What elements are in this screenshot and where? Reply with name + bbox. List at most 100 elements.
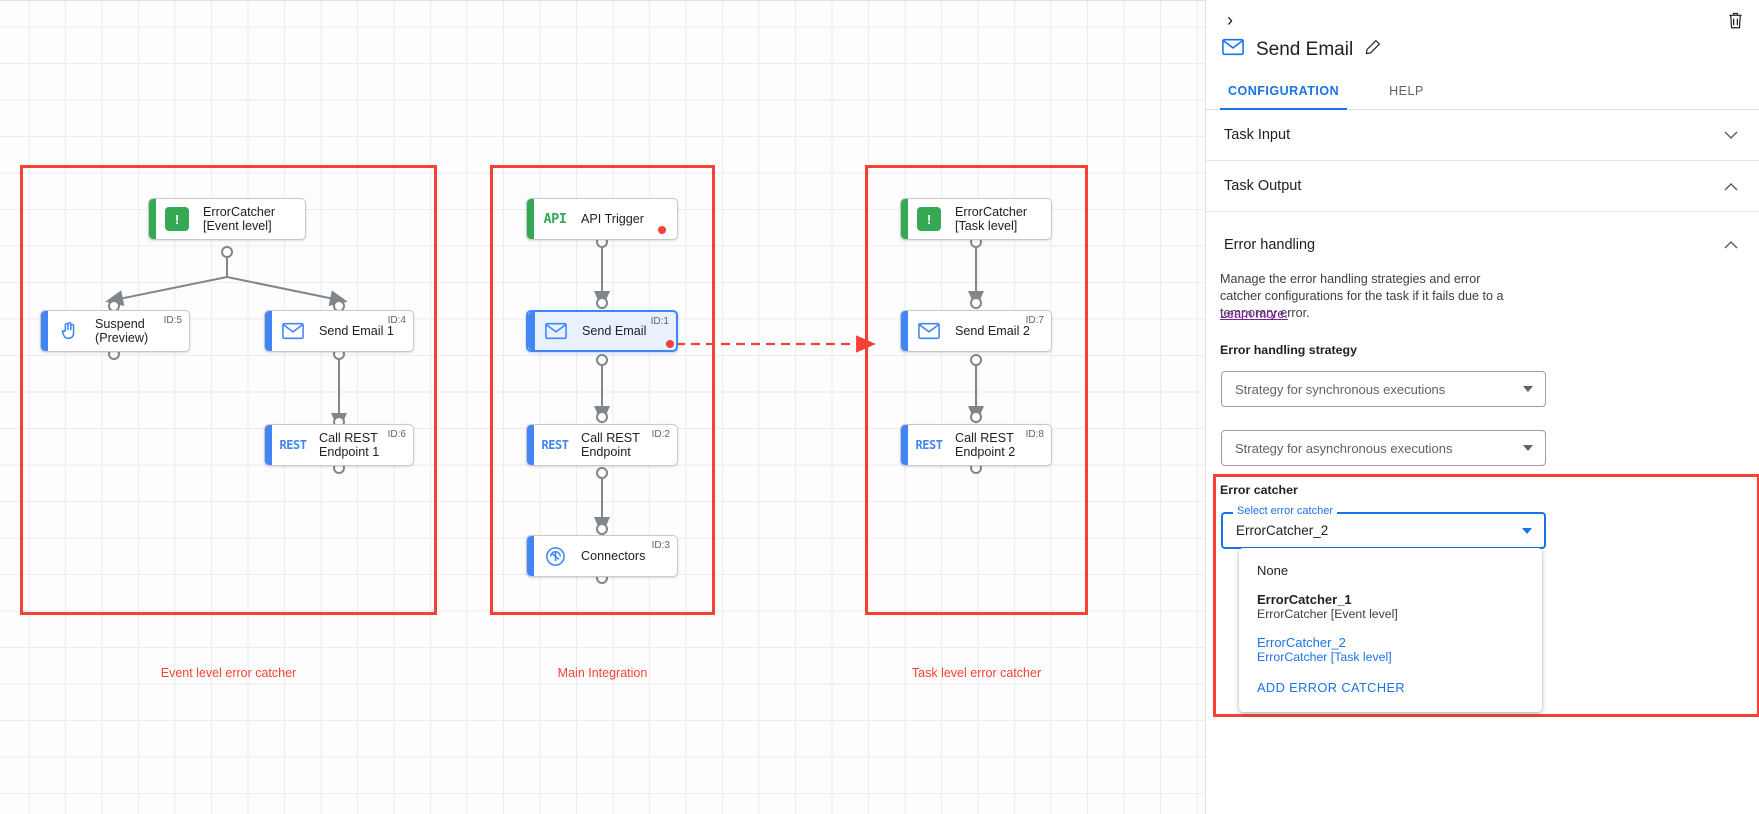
add-error-catcher-button[interactable]: ADD ERROR CATCHER xyxy=(1257,680,1406,695)
email-icon xyxy=(915,317,943,345)
error-catcher-dropdown-menu[interactable]: None ErrorCatcher_1 ErrorCatcher [Event … xyxy=(1239,548,1542,712)
canvas-top-edge xyxy=(0,0,1205,1)
learn-more-link[interactable]: Learn more. xyxy=(1220,307,1288,321)
email-icon xyxy=(279,317,307,345)
api-icon: API xyxy=(541,205,569,233)
rest-glyph: REST xyxy=(915,438,943,452)
dropdown-option-errorcatcher-2[interactable]: ErrorCatcher_2 ErrorCatcher [Task level] xyxy=(1239,628,1542,671)
edit-pencil-icon[interactable] xyxy=(1365,39,1381,60)
option-primary: None xyxy=(1257,563,1289,578)
section-title: Error handling xyxy=(1224,236,1316,253)
option-primary: ErrorCatcher_2 xyxy=(1257,635,1346,650)
error-catcher-glyph: ! xyxy=(165,207,189,231)
rest-glyph: REST xyxy=(541,438,569,452)
sync-strategy-select[interactable]: Strategy for synchronous executions xyxy=(1221,371,1546,407)
node-send-email[interactable]: Send Email ID:1 xyxy=(526,310,678,352)
option-secondary: ErrorCatcher [Event level] xyxy=(1257,607,1398,621)
port[interactable] xyxy=(970,354,982,366)
node-label: Send Email 2 xyxy=(955,324,1030,338)
error-dot xyxy=(658,226,666,234)
node-accent xyxy=(41,311,48,351)
group-box-task-level xyxy=(865,165,1088,615)
port[interactable] xyxy=(596,411,608,423)
chevron-up-icon xyxy=(1724,237,1738,252)
node-label: ErrorCatcher [Task level] xyxy=(955,205,1028,233)
error-handling-strategy-label: Error handling strategy xyxy=(1220,343,1358,357)
connectors-icon xyxy=(541,542,569,570)
sync-strategy-value: Strategy for synchronous executions xyxy=(1235,381,1446,397)
node-send-email-1[interactable]: Send Email 1 ID:4 xyxy=(264,310,414,352)
node-label: Suspend (Preview) xyxy=(95,317,149,345)
port[interactable] xyxy=(596,523,608,535)
tab-configuration[interactable]: CONFIGURATION xyxy=(1220,78,1348,110)
port[interactable] xyxy=(596,467,608,479)
async-strategy-select[interactable]: Strategy for asynchronous executions xyxy=(1221,430,1546,466)
select-error-catcher-value: ErrorCatcher_2 xyxy=(1236,523,1329,538)
workflow-canvas[interactable]: Event level error catcher Main Integrati… xyxy=(0,0,1205,814)
section-task-input[interactable]: Task Input xyxy=(1206,110,1759,161)
node-suspend[interactable]: Suspend (Preview) ID:5 xyxy=(40,310,190,352)
node-call-rest-endpoint-2[interactable]: REST Call REST Endpoint 2 ID:8 xyxy=(900,424,1052,466)
email-icon xyxy=(1222,38,1244,61)
section-title: Task Input xyxy=(1224,127,1291,143)
rest-glyph: REST xyxy=(279,438,307,452)
async-strategy-value: Strategy for asynchronous executions xyxy=(1235,440,1453,456)
chevron-down-icon xyxy=(1523,386,1533,392)
node-accent xyxy=(527,425,534,465)
option-secondary: ErrorCatcher [Task level] xyxy=(1257,650,1392,664)
port[interactable] xyxy=(596,354,608,366)
node-call-rest-endpoint-1[interactable]: REST Call REST Endpoint 1 ID:6 xyxy=(264,424,414,466)
node-id: ID:4 xyxy=(387,315,406,326)
node-accent xyxy=(901,311,908,351)
panel-title-row: Send Email xyxy=(1222,38,1381,61)
dropdown-option-errorcatcher-1[interactable]: ErrorCatcher_1 ErrorCatcher [Event level… xyxy=(1239,585,1542,628)
error-dot xyxy=(666,340,674,348)
group-label-main-integration: Main Integration xyxy=(557,666,648,680)
node-errorcatcher-task-level[interactable]: ! ErrorCatcher [Task level] xyxy=(900,198,1052,240)
node-accent xyxy=(265,311,272,351)
port[interactable] xyxy=(970,297,982,309)
node-errorcatcher-event-level[interactable]: ! ErrorCatcher [Event level] xyxy=(148,198,306,240)
node-id: ID:6 xyxy=(387,429,406,440)
node-api-trigger[interactable]: API API Trigger xyxy=(526,198,678,240)
section-task-output[interactable]: Task Output xyxy=(1206,161,1759,212)
node-id: ID:2 xyxy=(651,429,670,440)
rest-icon: REST xyxy=(279,431,307,459)
group-box-event-level xyxy=(20,165,437,615)
node-id: ID:1 xyxy=(650,316,669,327)
rest-icon: REST xyxy=(915,431,943,459)
node-send-email-2[interactable]: Send Email 2 ID:7 xyxy=(900,310,1052,352)
group-box-main-integration xyxy=(490,165,715,615)
node-accent xyxy=(528,312,535,350)
error-handling-description: Manage the error handling strategies and… xyxy=(1220,272,1504,320)
collapse-panel-icon[interactable]: › xyxy=(1227,9,1233,30)
node-accent xyxy=(149,199,156,239)
node-label: API Trigger xyxy=(581,212,644,226)
chevron-down-icon xyxy=(1724,128,1738,143)
dropdown-option-none[interactable]: None xyxy=(1239,556,1542,585)
node-connectors[interactable]: Connectors ID:3 xyxy=(526,535,678,577)
chevron-up-icon xyxy=(1724,179,1738,194)
node-accent xyxy=(901,425,908,465)
port[interactable] xyxy=(221,246,233,258)
select-error-catcher[interactable]: ErrorCatcher_2 xyxy=(1221,512,1546,549)
task-config-panel: › Send Email CONFIGURATION xyxy=(1205,0,1759,814)
delete-icon[interactable] xyxy=(1721,6,1749,34)
email-icon xyxy=(542,317,570,345)
suspend-hand-icon xyxy=(55,317,83,345)
error-catcher-glyph: ! xyxy=(917,207,941,231)
section-error-handling[interactable]: Error handling xyxy=(1206,219,1759,270)
tab-help[interactable]: HELP xyxy=(1389,84,1424,98)
page-title: Send Email xyxy=(1256,38,1354,60)
port[interactable] xyxy=(596,297,608,309)
panel-tabs: CONFIGURATION HELP xyxy=(1206,78,1759,110)
node-label: Send Email 1 xyxy=(319,324,394,338)
panel-top-row: › xyxy=(1206,0,1759,40)
node-accent xyxy=(527,199,534,239)
node-call-rest-endpoint[interactable]: REST Call REST Endpoint ID:2 xyxy=(526,424,678,466)
port[interactable] xyxy=(970,411,982,423)
rest-icon: REST xyxy=(541,431,569,459)
node-accent xyxy=(901,199,908,239)
node-id: ID:8 xyxy=(1025,429,1044,440)
chevron-down-icon xyxy=(1522,527,1532,534)
